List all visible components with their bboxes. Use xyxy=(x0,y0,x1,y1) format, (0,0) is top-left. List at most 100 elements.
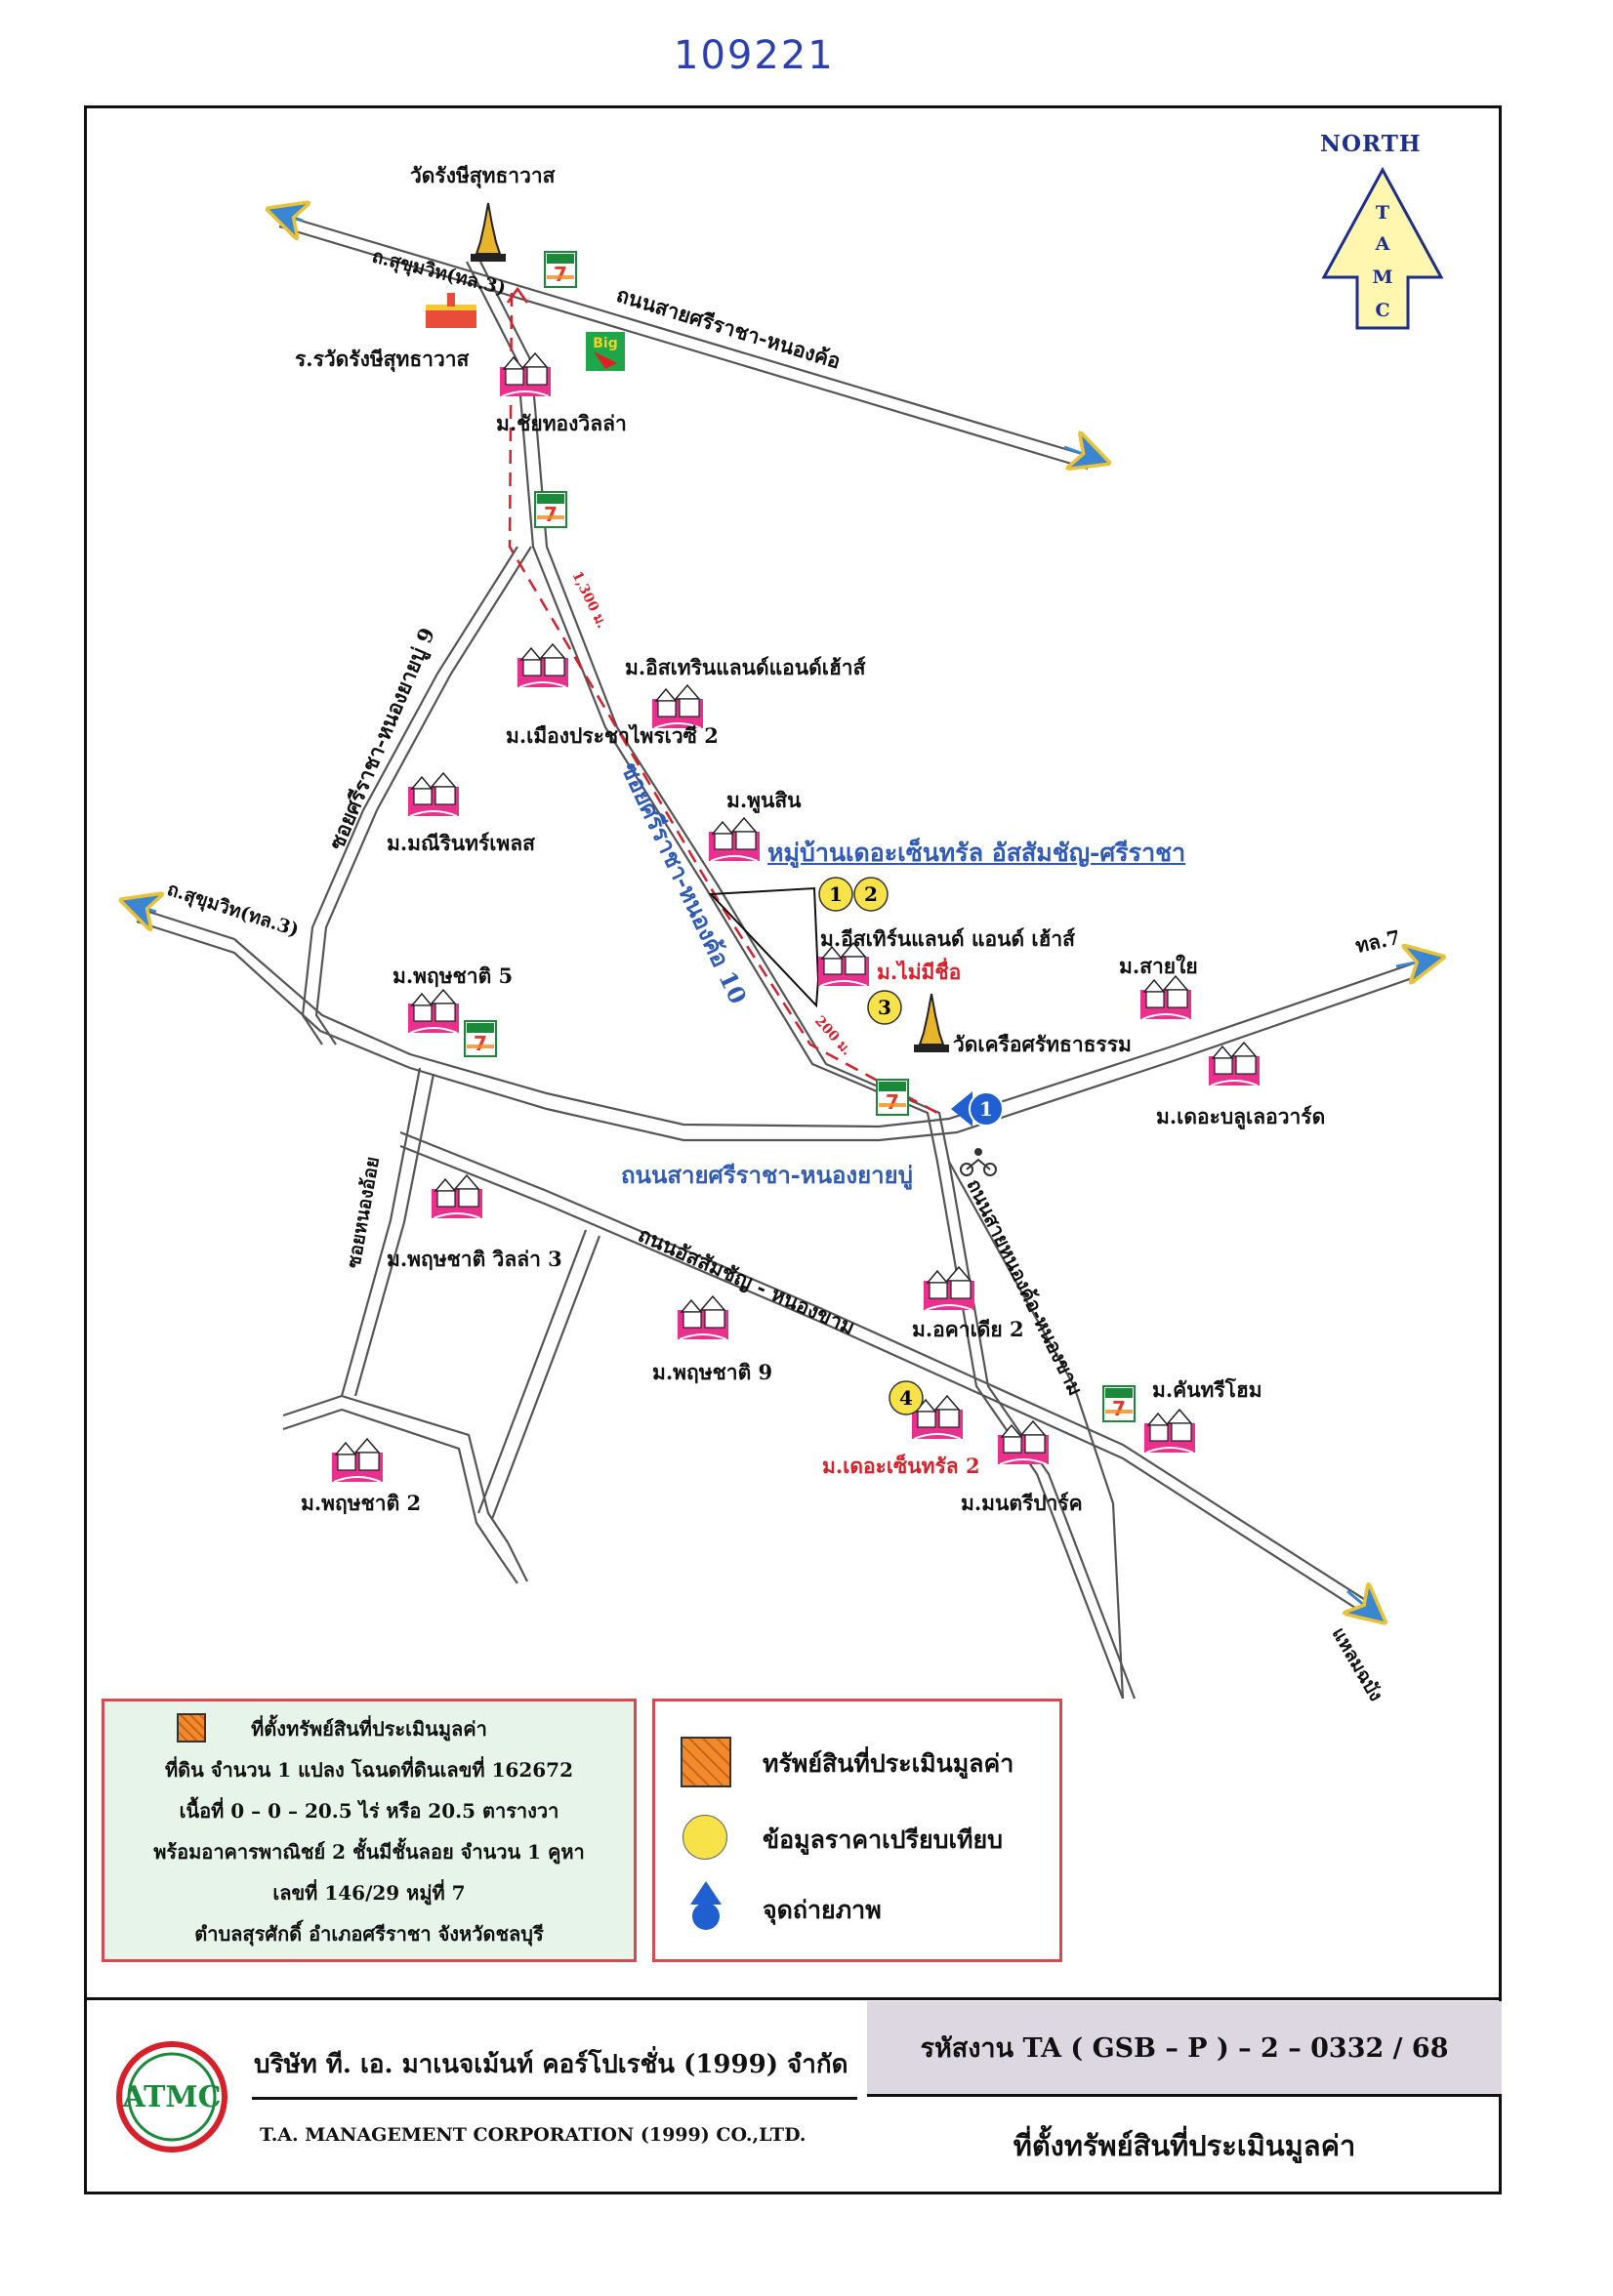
legend-item-compare: ข้อมูลราคาเปรียบเทียบ xyxy=(763,1825,1004,1854)
svg-text:2: 2 xyxy=(864,882,878,906)
label-pruksa-villa-3: ม.พฤษชาติ วิลล่า 3 xyxy=(387,1247,562,1271)
road-label-laemchabang: แหลมฉบัง xyxy=(1328,1624,1387,1705)
route-arrowhead xyxy=(506,286,529,304)
property-swatch xyxy=(177,1713,206,1742)
house-icon-pruksa5 xyxy=(407,989,460,1034)
road-label-sukhumvit-mid: ถ.สุขุมวิท(ทล.3) xyxy=(164,879,302,942)
label-manirin: ม.มณีรินทร์เพลส xyxy=(387,831,535,855)
school-icon xyxy=(426,293,476,328)
road-label-nongkho-nongkham: ถนนสายหนองค้อ-หนองขาม xyxy=(963,1175,1088,1400)
road-cross-b xyxy=(490,1235,601,1520)
label-chaithong: ม.ชัยทองวิลล่า xyxy=(496,411,627,435)
map-legend: ทรัพย์สินที่ประเมินมูลค่า ข้อมูลราคาเปรี… xyxy=(652,1699,1062,1962)
legend-line-5: เลขที่ 146/29 หมู่ที่ 7 xyxy=(272,1881,466,1905)
map-title: ที่ตั้งทรัพย์สินที่ประเมินมูลค่า xyxy=(1013,2129,1356,2162)
seven-eleven-icon-2 xyxy=(534,491,567,528)
label-central-village: หมู่บ้านเดอะเซ็นทรัล อัสสัมชัญ-ศรีราชา xyxy=(767,839,1186,867)
label-the-blue: ม.เดอะบลูเลอวาร์ด xyxy=(1156,1104,1326,1128)
svg-text:M: M xyxy=(1372,266,1392,288)
legend-line-1: ที่ตั้งทรัพย์สินที่ประเมินมูลค่า xyxy=(251,1717,487,1741)
temple-top-icon xyxy=(470,202,507,263)
compare-marker-1: 1 xyxy=(818,877,853,912)
road-sriracha-nongkho-top-b xyxy=(278,225,1089,471)
label-central-2: ม.เดอะเซ็นทรัล 2 xyxy=(822,1454,980,1478)
svg-text:T: T xyxy=(1376,202,1389,224)
road-label-soi9: ซอยศรีราชา-หนองยายบู่ 9 xyxy=(324,624,441,853)
compare-marker-3: 3 xyxy=(867,990,902,1025)
seven-eleven-icon-4 xyxy=(876,1079,909,1116)
motorbike-icon xyxy=(960,1148,997,1176)
svg-text:3: 3 xyxy=(878,996,891,1019)
svg-text:C: C xyxy=(1375,300,1389,321)
temple-khrue-icon xyxy=(913,993,950,1053)
label-khantree: ม.คันทรีโฮม xyxy=(1152,1377,1262,1402)
label-eastern-land-1: ม.อิสเทรินแลนด์แอนด์เฮ้าส์ xyxy=(625,655,866,679)
label-montree: ม.มนตรีปาร์ค xyxy=(961,1491,1083,1515)
svg-text:Big: Big xyxy=(593,336,618,351)
svg-text:ATMC: ATMC xyxy=(121,2080,221,2114)
label-pruksa-5: ม.พฤษชาติ 5 xyxy=(393,964,514,988)
house-icon-khantree xyxy=(1143,1409,1196,1454)
photo-point-icon xyxy=(686,1881,725,1932)
arrow-sukhumvit-top-west xyxy=(285,215,303,221)
house-icon-pruksa9 xyxy=(677,1295,729,1340)
label-pruksa-9: ม.พฤษชาติ 9 xyxy=(652,1360,773,1384)
svg-text:A: A xyxy=(1375,233,1390,255)
label-eastern-land-2: ม.อีสเทิร์นแลนด์ แอนด์ เฮ้าส์ xyxy=(820,926,1076,951)
seven-eleven-icon-5 xyxy=(1102,1385,1136,1422)
house-icon-poonsin xyxy=(708,817,761,862)
label-sai-yai: ม.สายใย xyxy=(1119,954,1198,978)
house-icon-manirin xyxy=(407,772,460,817)
road-soi9-a xyxy=(301,546,518,1046)
property-swatch-icon xyxy=(681,1737,731,1787)
arrow-sukhumvit-mid-west xyxy=(139,906,156,912)
road-ns-b xyxy=(479,261,1137,1700)
road-label-assumption: ถนนอัสสัมชัญ - หนองขาม xyxy=(635,1222,859,1340)
house-icon-blue xyxy=(1208,1042,1261,1086)
legend-line-2: ที่ดิน จำนวน 1 แปลง โฉนดที่ดินเลขที่ 162… xyxy=(164,1758,574,1782)
legend-item-property: ทรัพย์สินที่ประเมินมูลค่า xyxy=(763,1749,1014,1778)
job-code: รหัสงาน TA ( GSB – P ) – 2 – 0332 / 68 xyxy=(867,2001,1502,2097)
label-poonsin: ม.พูนสิน xyxy=(726,788,802,812)
legend-line-4: พร้อมอาคารพาณิชย์ 2 ชั้นมีชั้นลอย จำนวน … xyxy=(153,1840,585,1864)
arrow-laemchabang xyxy=(1347,1591,1371,1611)
seven-eleven-icon-3 xyxy=(464,1020,497,1057)
svg-text:1: 1 xyxy=(979,1097,993,1121)
north-arrow-icon: T A M C xyxy=(1321,166,1444,330)
north-label: NORTH xyxy=(1320,131,1422,157)
house-icon-akadia xyxy=(923,1266,975,1311)
company-footer: ATMC บริษัท ที. เอ. มาเนจเม้นท์ คอร์โปเร… xyxy=(84,2001,865,2194)
seven-eleven-icon-1 xyxy=(544,251,577,288)
road-soi-nonghoi-b xyxy=(353,1073,435,1397)
route-dashed xyxy=(508,292,938,1115)
house-icon-muang xyxy=(517,643,569,688)
company-divider xyxy=(252,2097,857,2100)
arrow-hwy7-east xyxy=(1395,961,1426,966)
road-sw-a xyxy=(282,1394,528,1582)
compare-marker-2: 2 xyxy=(853,877,889,912)
company-name-th: บริษัท ที. เอ. มาเนจเม้นท์ คอร์โปเรชั่น … xyxy=(254,2050,848,2079)
label-sriracha-nongyaiboo: ถนนสายศรีราชา-หนองยายบู่ xyxy=(621,1161,913,1189)
road-label-nongkho-top: ถนนสายศรีราชา-หนองค้อ xyxy=(614,282,844,374)
arrow-nongkho-top-east xyxy=(1063,447,1092,457)
road-ns-a xyxy=(466,261,1125,1700)
label-school: ร.รวัดรังษีสุทธาวาส xyxy=(295,347,470,371)
road-nongkho-nongkham-a xyxy=(948,1161,1125,1700)
road-cross-a xyxy=(476,1229,588,1514)
road-assumption-nongkham-b xyxy=(399,1144,1370,1618)
road-sriracha-nongkho-top xyxy=(280,213,1093,459)
handwritten-number: 109221 xyxy=(674,33,835,78)
house-icon-pruksa2 xyxy=(331,1438,384,1483)
footer-divider xyxy=(84,1997,1502,2000)
label-muang-prachai: ม.เมืองประชาไพรเวซี 2 xyxy=(506,723,719,748)
house-icon-chaithong xyxy=(499,352,552,397)
road-label-soi-nonghoi: ซอยหนองอ้อย xyxy=(343,1155,384,1270)
label-akadia-2: ม.อคาเดีย 2 xyxy=(912,1317,1024,1341)
label-pruksa-2: ม.พฤษชาติ 2 xyxy=(301,1491,422,1515)
photo-point-marker: 1 xyxy=(951,1091,1004,1127)
svg-text:1: 1 xyxy=(829,882,843,906)
label-wat-khrue: วัดเครือศรัทธาธรรม xyxy=(953,1032,1132,1056)
svg-text:4: 4 xyxy=(899,1386,913,1410)
house-icon-pruksa-villa3 xyxy=(431,1174,483,1219)
